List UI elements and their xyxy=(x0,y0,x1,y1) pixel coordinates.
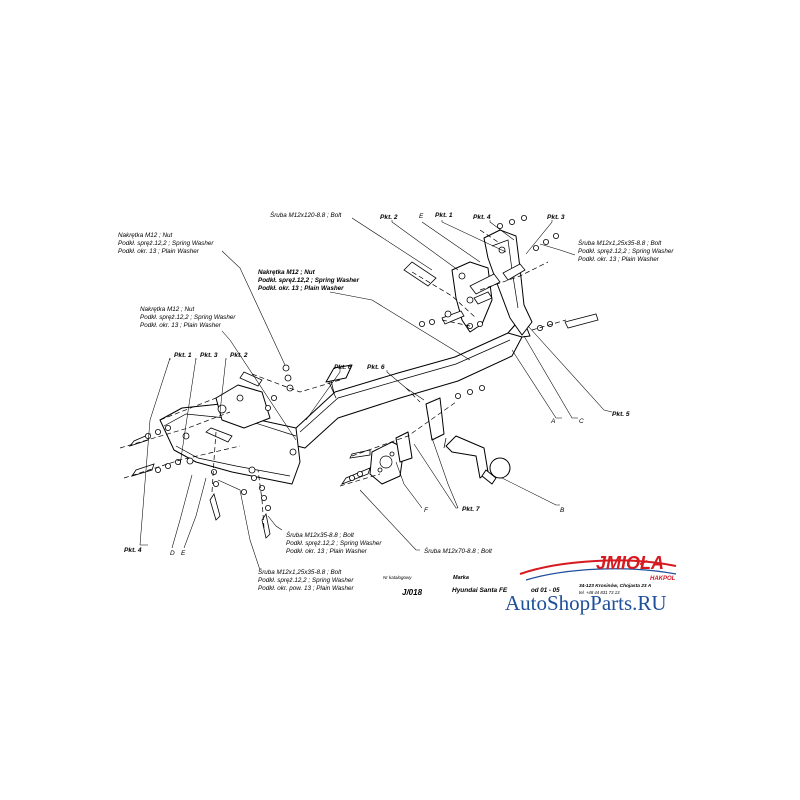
callout-line: Podkł. spręż.12,2 ; Spring Washer xyxy=(258,277,360,284)
socket-plate xyxy=(369,397,445,485)
callout-line: Podkł. okr. 13 ; Plain Washer xyxy=(118,248,200,255)
callout-line: Podkł. spręż.12,2 ; Spring Washer xyxy=(118,240,214,247)
letter-A: A xyxy=(550,418,555,425)
callout-line: Podkł. spręż.12,2 ; Spring Washer xyxy=(258,577,354,584)
pkt1-top-label: Pkt. 1 xyxy=(435,212,453,219)
pkt2-top-label: Pkt. 2 xyxy=(380,214,398,221)
callout-nut-left: Nakrętka M12 ; Nut Podkł. spręż.12,2 ; S… xyxy=(140,306,236,329)
assembly-dash-lines xyxy=(119,229,567,529)
letter-F: F xyxy=(424,507,429,514)
pkt4-top-label: Pkt. 4 xyxy=(473,214,491,221)
logo-sub: HAKPOL xyxy=(650,576,676,582)
pkt3-left-label: Pkt. 3 xyxy=(200,352,218,359)
callout-bolt-top: Śruba M12x120-8.8 ; Bolt xyxy=(270,210,342,219)
callout-nut-center: Nakrętka M12 ; Nut Podkł. spręż.12,2 ; S… xyxy=(258,269,360,292)
leader-lines xyxy=(139,217,613,571)
callout-line: Podkł. spręż.12,2 ; Spring Washer xyxy=(578,248,674,255)
jmiola-hakpol-logo: JMIOŁA HAKPOL 34-123 Krosinów, Chojasta … xyxy=(519,553,677,595)
callout-line: Podkł. okr. 13 ; Plain Washer xyxy=(140,322,222,329)
logo-brand: JMIOŁA xyxy=(596,553,664,573)
pkt4-left-label: Pkt. 4 xyxy=(124,547,142,554)
pkt2-left-label: Pkt. 2 xyxy=(230,352,248,359)
callout-bolt-m70: Śruba M12x70-8.8 ; Bolt xyxy=(424,546,492,555)
callout-line: Podkł. okr. 13 ; Plain Washer xyxy=(286,548,368,555)
upper-left-mount xyxy=(215,384,271,429)
vehicle-model: Hyundai Santa FE xyxy=(452,587,508,594)
catalog-number: J/018 xyxy=(402,588,423,597)
letter-E-top: E xyxy=(419,213,424,220)
callout-line: Podkł. okr. 13 ; Plain Washer xyxy=(578,256,660,263)
callout-bolt-mid: Śruba M12x35-8.8 ; Bolt Podkł. spręż.12,… xyxy=(286,530,382,555)
callout-line: Podkł. okr. pow. 13 ; Plain Washer xyxy=(258,585,354,592)
pkt6-center-label: Pkt. 6 xyxy=(367,364,385,371)
logo-address: 34-123 Krosinów, Chojasta 23 A xyxy=(579,583,652,589)
bolts xyxy=(128,261,599,539)
main-crossbar xyxy=(292,324,531,449)
letter-E-bottom: E xyxy=(181,550,186,557)
pkt7-bottom-label: Pkt. 7 xyxy=(462,506,480,513)
logo-phone: tel. +48 44 831 73 13 xyxy=(579,590,620,595)
callout-line: Nakrętka M12 ; Nut xyxy=(140,306,194,313)
callout-line: Podkł. spręż.12,2 ; Spring Washer xyxy=(140,314,236,321)
model-info-block: Nr katalogowy J/018 Marka Hyundai Santa … xyxy=(383,575,560,597)
callout-line: Podkł. okr. 13 ; Plain Washer xyxy=(258,285,344,292)
callout-line: Nakrętka M12 ; Nut xyxy=(118,232,172,239)
callout-line: Podkł. spręż.12,2 ; Spring Washer xyxy=(286,540,382,547)
callout-nut-upper-left: Nakrętka M12 ; Nut Podkł. spręż.12,2 ; S… xyxy=(118,232,214,255)
pkt6-mid-label: Pkt. 6 xyxy=(334,364,352,371)
letter-B: B xyxy=(560,507,565,514)
callout-line: Śruba M12x1,25x35-8.8 ; Bolt xyxy=(258,567,342,576)
pkt5-right-label: Pkt. 5 xyxy=(612,411,630,418)
tow-ball xyxy=(443,435,511,485)
pkt3-top-label: Pkt. 3 xyxy=(547,214,565,221)
callout-line: Śruba M12x35-8.8 ; Bolt xyxy=(286,530,354,539)
callout-line: Śruba M12x1,25x35-8.8 ; Bolt xyxy=(578,238,662,247)
make-header: Marka xyxy=(453,575,469,581)
right-bracket-plate xyxy=(451,229,533,336)
callout-bolt-bottom: Śruba M12x1,25x35-8.8 ; Bolt Podkł. sprę… xyxy=(258,567,354,592)
callout-bolt-right: Śruba M12x1,25x35-8.8 ; Bolt Podkł. sprę… xyxy=(578,238,674,263)
watermark-text: AutoShopParts.RU xyxy=(505,591,667,615)
catalog-header: Nr katalogowy xyxy=(383,575,412,580)
letter-C: C xyxy=(579,418,584,425)
model-years: od 01 - 05 xyxy=(531,587,560,594)
letter-D: D xyxy=(170,550,175,557)
callout-line: Nakrętka M12 ; Nut xyxy=(258,269,316,276)
pkt1-left-label: Pkt. 1 xyxy=(174,352,192,359)
